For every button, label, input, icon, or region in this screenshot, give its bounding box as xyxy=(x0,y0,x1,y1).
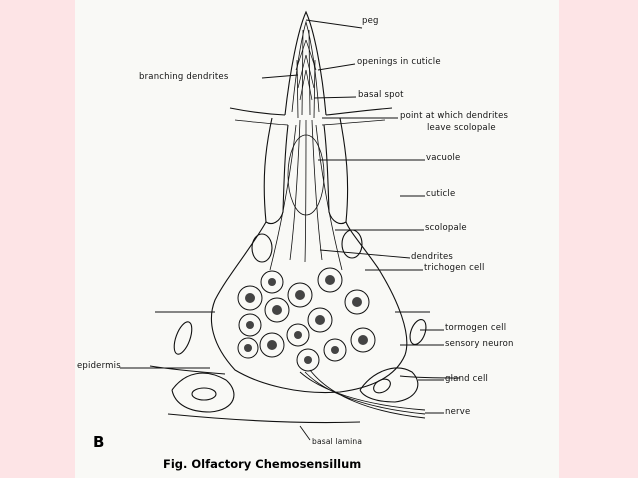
gland-cell xyxy=(171,372,235,413)
leader-lines xyxy=(120,19,444,441)
label-scolopale: scolopale xyxy=(425,223,467,233)
figure-page xyxy=(75,0,559,478)
sensillum-body xyxy=(210,221,408,394)
basal-lamina xyxy=(167,413,361,424)
label-peg: peg xyxy=(362,16,379,26)
label-point-dendrites-1: point at which dendrites xyxy=(400,111,509,121)
socket-left xyxy=(263,117,289,225)
label-point-dendrites-2: leave scolopale xyxy=(427,123,496,133)
tormogen-nucleus xyxy=(409,319,427,345)
sensory-neurons xyxy=(237,267,376,372)
gland-nucleus-right xyxy=(373,378,391,394)
cuticle-surface-right xyxy=(325,107,393,116)
label-sensory-neuron: sensory neuron xyxy=(445,339,514,349)
gland-cell-right xyxy=(359,367,419,403)
label-basal-spot: basal spot xyxy=(358,90,404,100)
epidermis-base xyxy=(149,365,461,379)
branching-dendrites xyxy=(295,39,317,101)
trichogen-nucleus-left xyxy=(251,233,273,263)
peg-outline xyxy=(284,10,327,116)
peg-inner xyxy=(291,20,320,113)
label-dendrites: dendrites xyxy=(411,252,454,262)
neuron-nuclei xyxy=(244,275,368,364)
socket-right xyxy=(323,117,349,225)
epidermis-nucleus xyxy=(173,321,193,355)
nerve xyxy=(299,369,426,419)
cuticle-lower-line xyxy=(234,119,386,126)
label-trichogen-cell: trichogen cell xyxy=(424,263,485,273)
figure-caption: Fig. Olfactory Chemosensillum xyxy=(163,457,362,471)
panel-letter: B xyxy=(93,433,105,451)
label-cuticle: cuticle xyxy=(426,189,456,199)
cuticle-surface-left xyxy=(229,107,286,116)
gland-nucleus-left xyxy=(191,387,217,401)
label-gland-cell: gland cell xyxy=(445,374,489,384)
dendrites xyxy=(269,29,343,271)
label-nerve: nerve xyxy=(445,407,471,417)
label-openings-in-cuticle: openings in cuticle xyxy=(357,57,441,67)
label-branching-dendrites: branching dendrites xyxy=(139,72,229,82)
label-tormogen-cell: tormogen cell xyxy=(445,323,507,333)
label-basal-lamina: basal lamina xyxy=(312,437,363,446)
label-vacuole: vacuole xyxy=(426,153,461,163)
label-epidermis: epidermis xyxy=(77,361,121,371)
